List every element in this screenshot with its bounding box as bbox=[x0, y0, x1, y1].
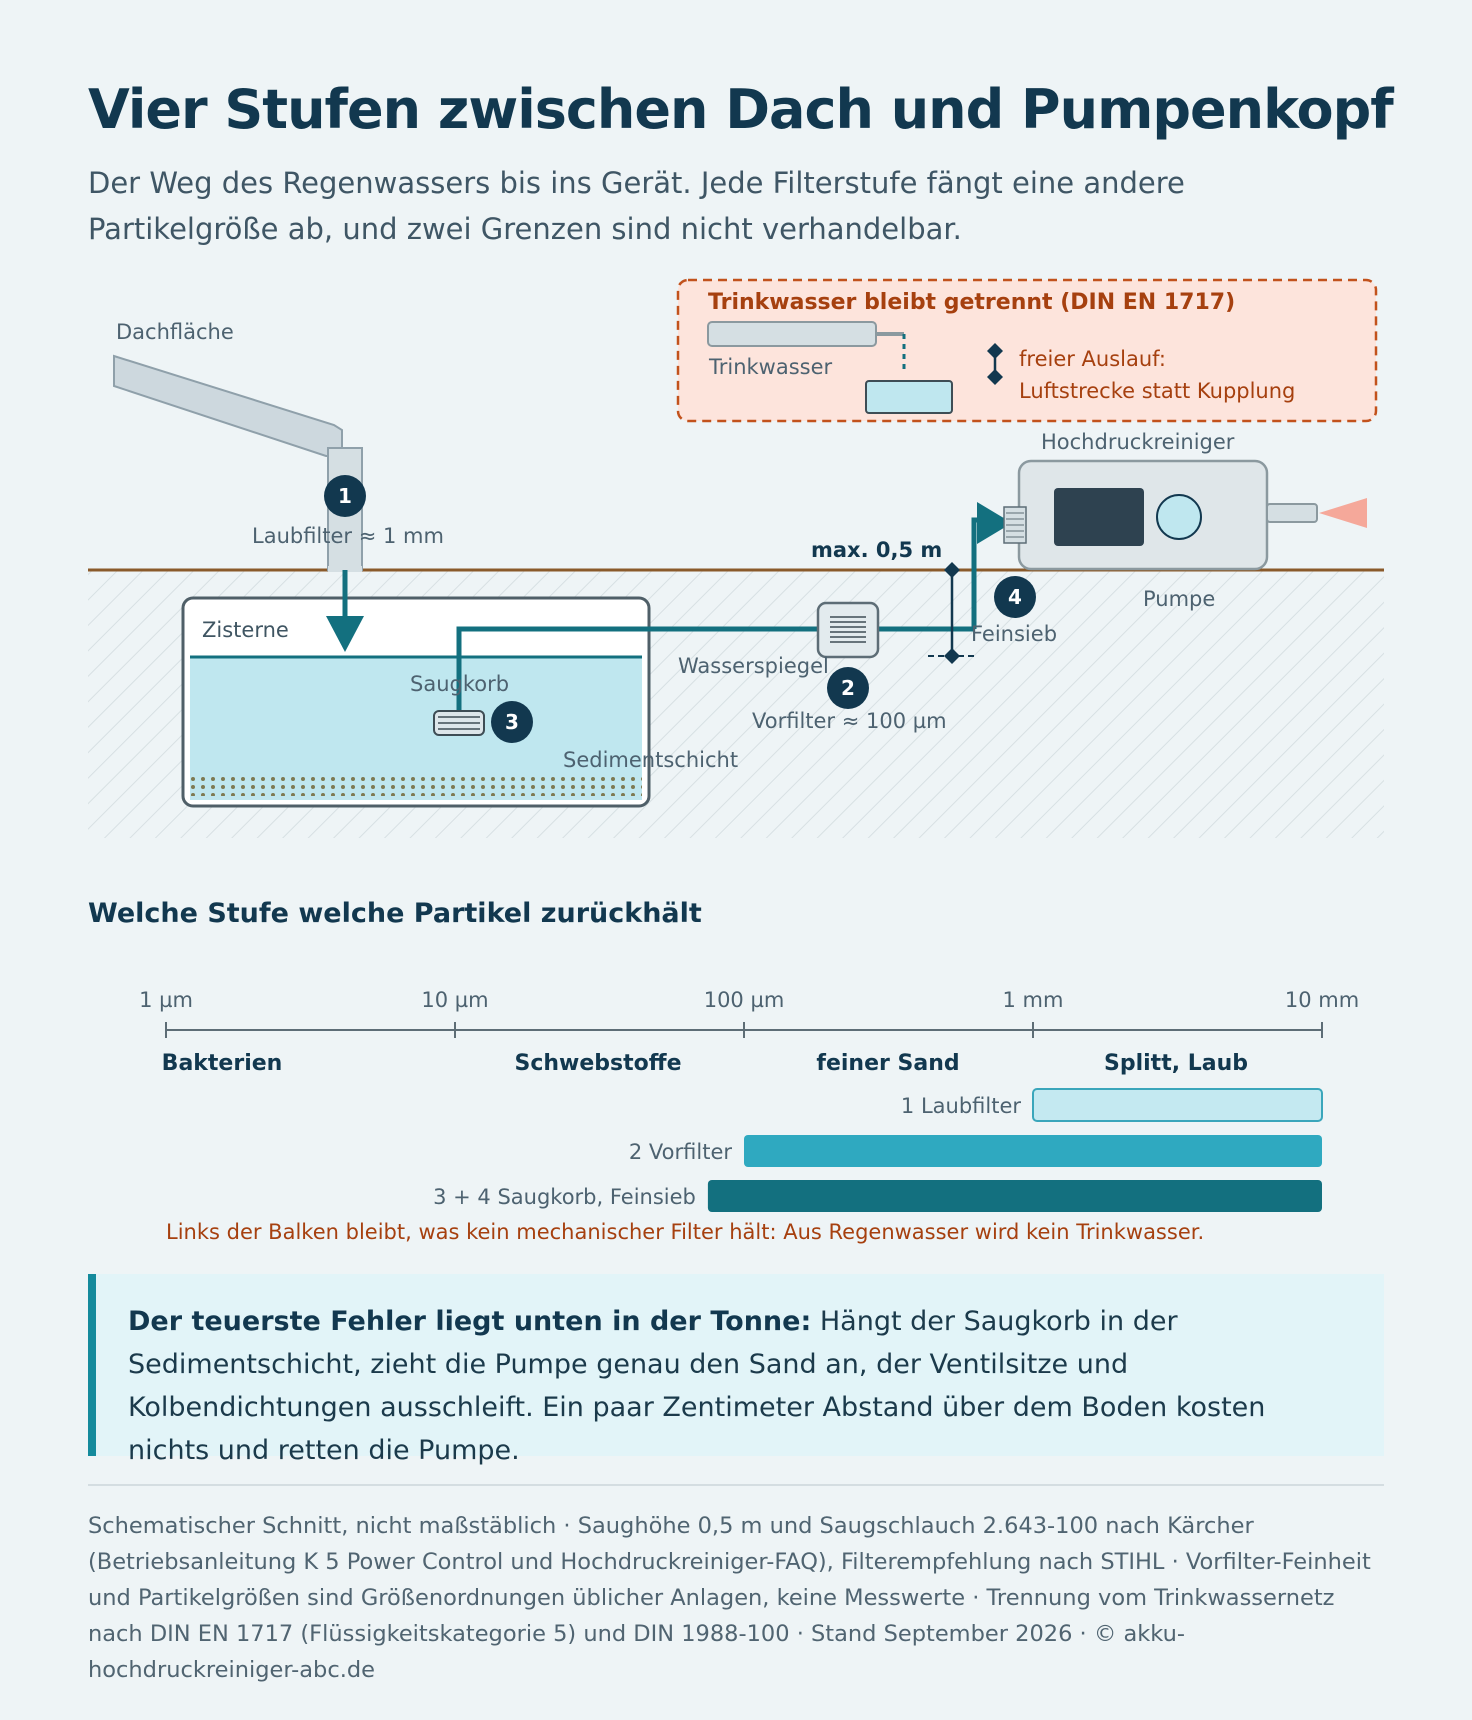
inflow-arrow bbox=[326, 616, 364, 652]
roof-shape bbox=[113, 354, 343, 457]
x-tick-label: 1 µm bbox=[139, 988, 193, 1012]
svg-text:3: 3 bbox=[505, 710, 519, 734]
sediment-layer bbox=[190, 774, 642, 796]
x-tick-label: 1 mm bbox=[1003, 988, 1064, 1012]
svg-text:4: 4 bbox=[1008, 585, 1022, 609]
catch-tank bbox=[865, 380, 953, 414]
drinking-label: Trinkwasser bbox=[708, 355, 833, 379]
suction-hose bbox=[456, 626, 818, 712]
footer-divider bbox=[88, 1484, 1384, 1486]
band-label: feiner Sand bbox=[816, 1051, 959, 1076]
stage-bar bbox=[744, 1135, 1322, 1167]
x-tick-label: 100 µm bbox=[704, 988, 785, 1012]
washer-display bbox=[1054, 488, 1144, 546]
separation-box bbox=[676, 278, 1378, 423]
svg-text:2: 2 bbox=[841, 676, 855, 700]
x-tick-label: 10 mm bbox=[1285, 988, 1359, 1012]
downpipe-lower bbox=[328, 566, 362, 572]
sediment-label: Sedimentschicht bbox=[563, 748, 738, 772]
drinking-pipe bbox=[707, 321, 877, 347]
gap-line2: Luftstrecke statt Kupplung bbox=[1019, 379, 1295, 403]
prefilter bbox=[816, 601, 880, 659]
stage-badge-3: 3 bbox=[491, 701, 533, 743]
stage-badge-4: 4 bbox=[994, 576, 1036, 618]
page-title: Vier Stufen zwischen Dach und Pumpenkopf bbox=[88, 78, 1394, 141]
gap-line1: freier Auslauf: bbox=[1019, 347, 1166, 371]
stage-bar bbox=[1032, 1088, 1323, 1122]
footer-sources: Schematischer Schnitt, nicht maßstäblich… bbox=[88, 1513, 1371, 1683]
svg-text:1: 1 bbox=[338, 484, 352, 508]
washer-label: Hochdruckreiniger bbox=[1041, 430, 1235, 454]
washer-knob bbox=[1156, 494, 1202, 540]
waterlevel-label: Wasserspiegel bbox=[678, 654, 829, 678]
finesieve-label: Feinsieb bbox=[971, 622, 1057, 646]
note-text: Hängt der Saugkorb in der Sedimentschich… bbox=[128, 1306, 1266, 1466]
band-label: Bakterien bbox=[162, 1051, 283, 1076]
spray-cone bbox=[1319, 498, 1367, 528]
filter-diagram: Dachfläche Zisterne Saugkorb Sedimentsch… bbox=[88, 278, 1384, 838]
stage-bar-label: 2 Vorfilter bbox=[629, 1140, 732, 1164]
x-tick-label: 10 µm bbox=[421, 988, 488, 1012]
band-label: Schwebstoffe bbox=[514, 1051, 681, 1076]
stage1-label: Laubfilter ≈ 1 mm bbox=[252, 524, 444, 548]
stage-badge-1: 1 bbox=[324, 475, 366, 517]
page-subtitle: Der Weg des Regenwassers bis ins Gerät. … bbox=[88, 166, 1185, 246]
washer-outlet bbox=[1266, 503, 1318, 523]
stage-bar bbox=[707, 1180, 1322, 1212]
feed-arrow bbox=[977, 502, 1012, 544]
note-lead: Der teuerste Fehler liegt unten in der T… bbox=[128, 1306, 812, 1337]
roof-label: Dachfläche bbox=[116, 320, 234, 344]
cistern-label: Zisterne bbox=[202, 618, 289, 642]
stage-bar-label: 3 + 4 Saugkorb, Feinsieb bbox=[433, 1185, 696, 1209]
height-label: max. 0,5 m bbox=[811, 538, 942, 562]
particle-chart: 1 µm 10 µm 100 µm 1 mm 10 mm Bakterien Schwebs… bbox=[139, 988, 1359, 1244]
warning-note: Der teuerste Fehler liegt unten in der T… bbox=[88, 1274, 1384, 1466]
chart-annotation: Links der Balken bleibt, was kein mechan… bbox=[166, 1220, 1204, 1244]
stage-badge-2: 2 bbox=[827, 667, 869, 709]
band-label: Splitt, Laub bbox=[1104, 1051, 1248, 1076]
suction-label: Saugkorb bbox=[410, 672, 509, 696]
separation-title: Trinkwasser bleibt getrennt (DIN EN 1717… bbox=[708, 290, 1235, 315]
pump-label: Pumpe bbox=[1143, 587, 1215, 611]
chart-heading: Welche Stufe welche Partikel zurückhält bbox=[88, 898, 702, 929]
stage-bar-label: 1 Laubfilter bbox=[901, 1094, 1021, 1118]
prefilter-label: Vorfilter ≈ 100 µm bbox=[752, 709, 947, 733]
